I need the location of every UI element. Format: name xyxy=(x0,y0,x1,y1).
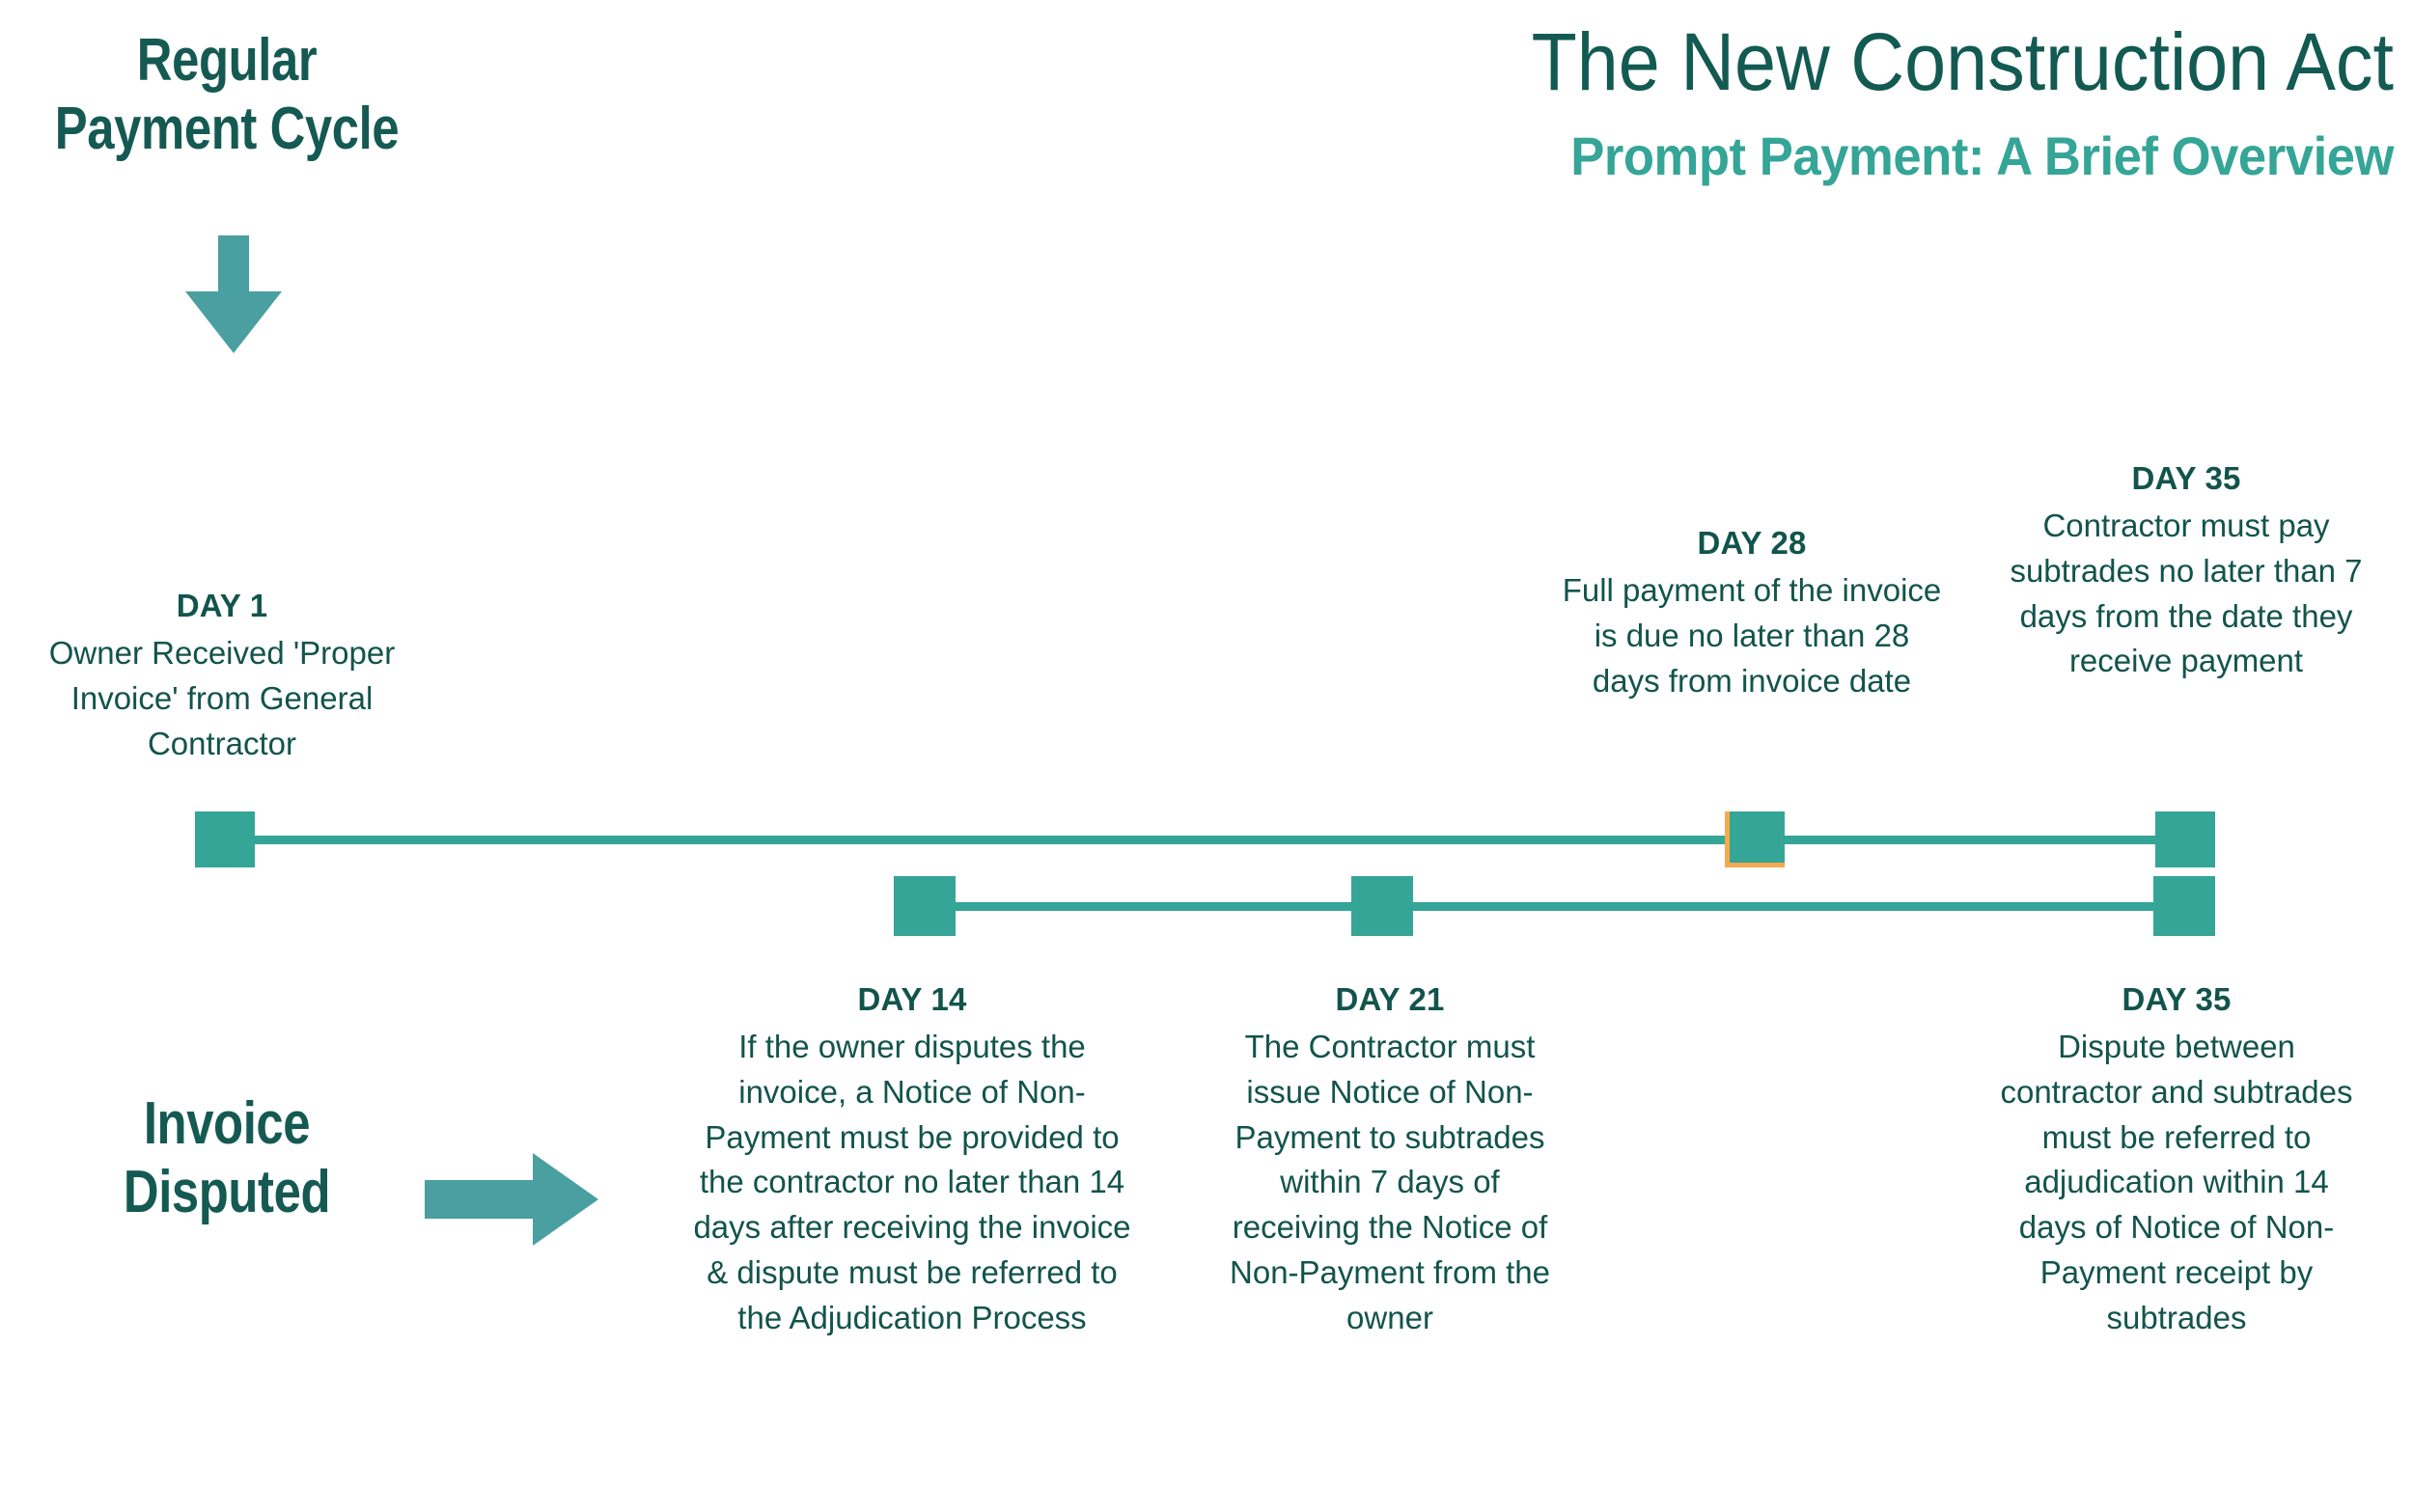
day-text-14: If the owner disputes the invoice, a Not… xyxy=(693,1028,1131,1336)
timeline-marker-day-1[interactable] xyxy=(195,811,255,867)
day-label-35-regular: DAY 35 xyxy=(2131,460,2241,496)
day-label-14: DAY 14 xyxy=(857,981,967,1017)
page-subtitle: Prompt Payment: A Brief Overview xyxy=(1570,125,2394,186)
page-title: The New Construction Act xyxy=(1531,16,2394,107)
day-text-28: Full payment of the invoice is due no la… xyxy=(1562,571,1942,699)
day-text-35-regular: Contractor must pay subtrades no later t… xyxy=(2010,507,2363,679)
timeline-marker-day-35-disputed[interactable] xyxy=(2153,876,2215,936)
day-label-21: DAY 21 xyxy=(1335,981,1445,1017)
timeline-marker-day-21[interactable] xyxy=(1351,876,1413,936)
timeline-track-disputed xyxy=(894,902,2215,911)
day-label-35-disputed: DAY 35 xyxy=(2122,981,2232,1017)
timeline-marker-day-14[interactable] xyxy=(894,876,956,936)
day-label-1: DAY 1 xyxy=(176,588,268,623)
milestone-day-35-disputed: DAY 35 Dispute between contractor and su… xyxy=(1988,977,2365,1341)
timeline-marker-day-28[interactable] xyxy=(1725,811,1785,867)
timeline-track-regular xyxy=(195,836,2215,844)
invoice-disputed-heading: Invoice Disputed xyxy=(123,1090,331,1225)
day-text-35-disputed: Dispute between contractor and subtrades… xyxy=(2000,1028,2353,1336)
milestone-day-14: DAY 14 If the owner disputes the invoice… xyxy=(685,977,1139,1341)
right-arrow-icon xyxy=(425,1153,598,1246)
milestone-day-28: DAY 28 Full payment of the invoice is du… xyxy=(1559,521,1945,703)
timeline-marker-day-35-regular[interactable] xyxy=(2155,811,2215,867)
day-label-28: DAY 28 xyxy=(1697,525,1807,561)
title-block: The New Construction Act Prompt Payment:… xyxy=(1100,16,2395,186)
milestone-day-1: DAY 1 Owner Received 'Proper Invoice' fr… xyxy=(19,584,425,766)
day-text-21: The Contractor must issue Notice of Non-… xyxy=(1230,1028,1550,1336)
regular-payment-cycle-heading: Regular Payment Cycle xyxy=(54,27,400,162)
milestone-day-35-regular: DAY 35 Contractor must pay subtrades no … xyxy=(1993,456,2379,684)
milestone-day-21: DAY 21 The Contractor must issue Notice … xyxy=(1226,977,1554,1341)
down-arrow-icon xyxy=(185,235,282,353)
day-text-1: Owner Received 'Proper Invoice' from Gen… xyxy=(48,634,396,761)
